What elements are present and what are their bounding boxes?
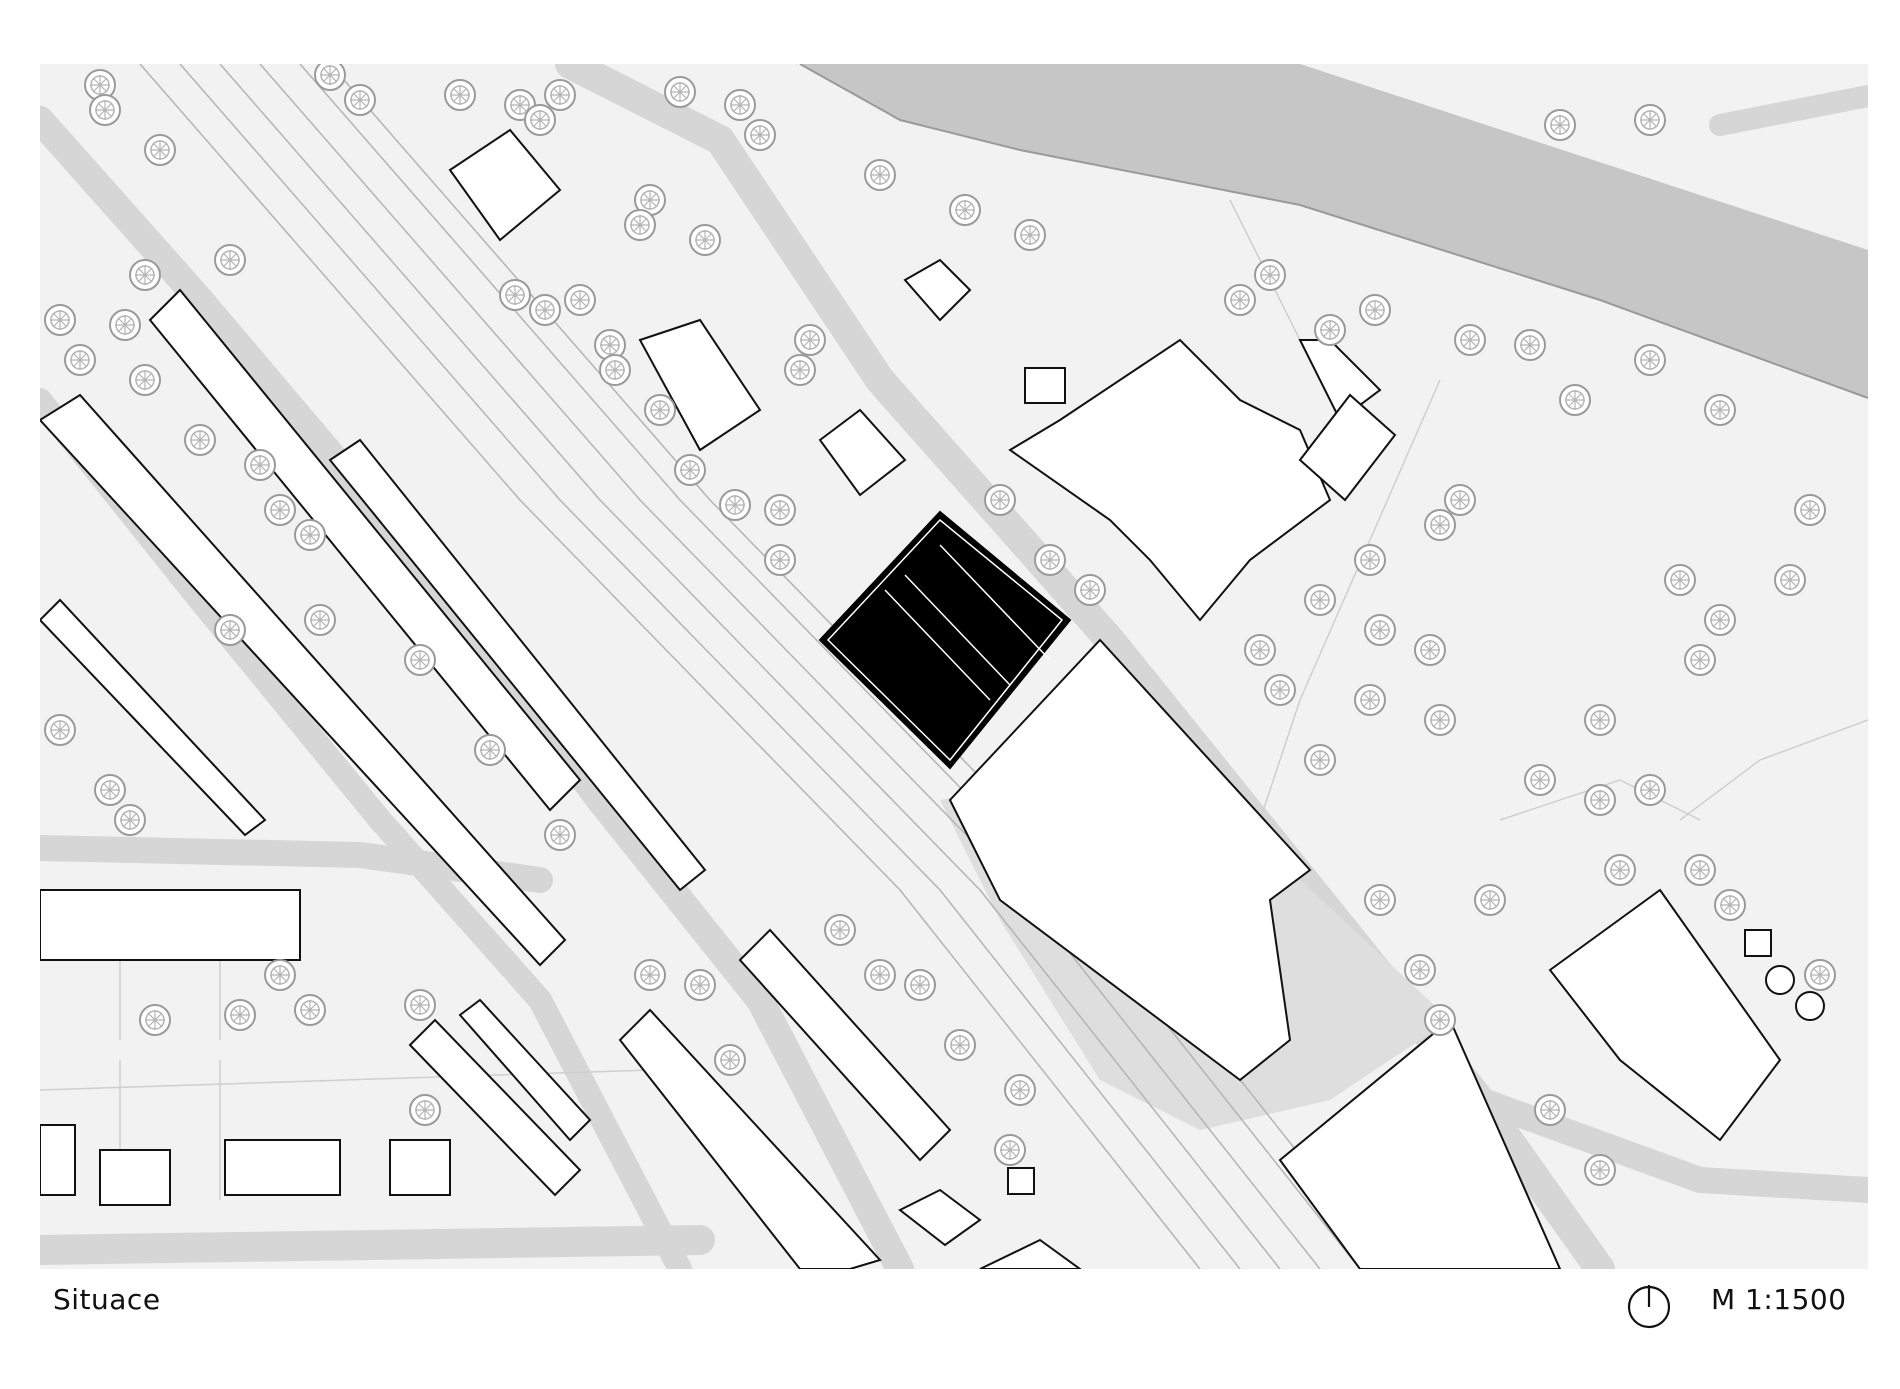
garage-row bbox=[408, 1018, 582, 1197]
building-north-2 bbox=[638, 318, 762, 452]
scale-label: M 1:1500 bbox=[1711, 1283, 1847, 1316]
buildings bbox=[40, 128, 1825, 1269]
tank-1 bbox=[1765, 965, 1795, 995]
building-lower-middle-1 bbox=[618, 1008, 882, 1269]
shed bbox=[1024, 367, 1066, 404]
river bbox=[800, 64, 1868, 398]
house-4 bbox=[40, 1124, 76, 1196]
plan-title: Situace bbox=[53, 1283, 161, 1316]
terrace-row-3 bbox=[40, 598, 267, 837]
house-1 bbox=[224, 1139, 341, 1196]
building-north-1 bbox=[448, 128, 562, 242]
north-arrow-icon bbox=[1627, 1285, 1671, 1329]
building-lower-middle-3 bbox=[898, 1188, 982, 1247]
river-bank bbox=[799, 64, 1868, 399]
terrace-row-2 bbox=[40, 393, 567, 967]
east-facility bbox=[1548, 888, 1782, 1142]
northeast-road bbox=[1709, 85, 1868, 136]
warehouse-east bbox=[1298, 393, 1397, 502]
house-row-lower bbox=[40, 889, 301, 961]
house-2 bbox=[99, 1149, 171, 1206]
east-road bbox=[1467, 1087, 1868, 1203]
villa-2 bbox=[903, 258, 972, 322]
new-building-highlight bbox=[818, 510, 1072, 770]
tank-2 bbox=[1795, 991, 1825, 1021]
house-3 bbox=[389, 1139, 451, 1196]
villa bbox=[818, 408, 907, 497]
large-hall bbox=[948, 638, 1312, 1082]
large-block-southeast bbox=[1278, 1018, 1562, 1269]
building-lower-middle-4 bbox=[1007, 1167, 1035, 1195]
terrace-row-4 bbox=[328, 438, 707, 892]
garage-row-small bbox=[458, 998, 592, 1142]
building-lower-middle-2 bbox=[738, 928, 952, 1162]
horizontal-road-2 bbox=[40, 1225, 715, 1265]
east-shed bbox=[1744, 929, 1772, 957]
building-lower-middle-5 bbox=[979, 1238, 1082, 1269]
factory-complex bbox=[1008, 338, 1332, 622]
